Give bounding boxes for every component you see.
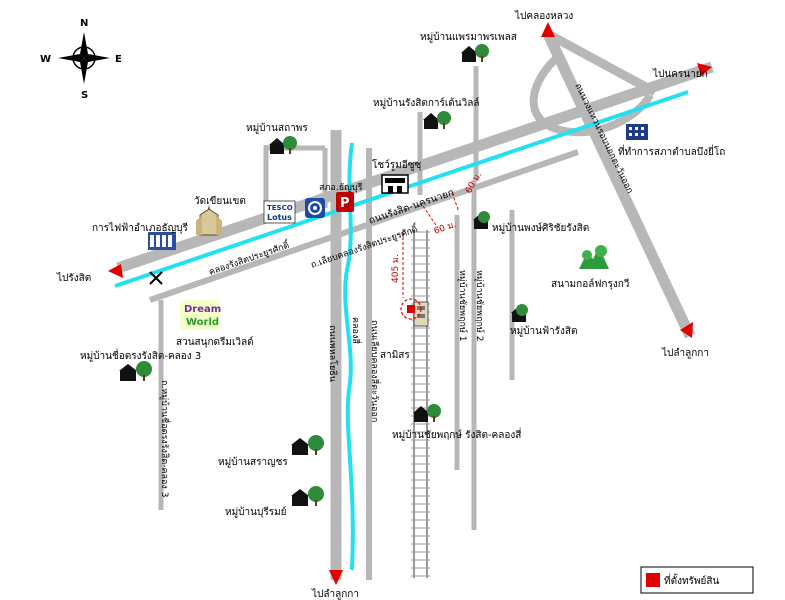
arrow-klong-luang-icon: [541, 22, 555, 37]
label-to-lam-luk-ka-bottom: ไปลำลูกกา: [311, 588, 359, 600]
label-burirom: หมู่บ้านบุรีรมย์: [225, 506, 287, 518]
village-icon: [473, 211, 490, 229]
showroom-icon: [381, 174, 409, 194]
village-icon: [461, 44, 489, 62]
label-showroom: โชว์รูมอีซูซุ: [372, 158, 422, 171]
village-icon: [119, 361, 152, 381]
landmark-icons: TESCO Lotus P Dream World: [148, 124, 648, 330]
dream-text: Dream: [184, 304, 221, 315]
legend: ที่ตั้งทรัพย์สิน: [640, 566, 754, 594]
arrow-lam-luk-ka-right-icon: [680, 322, 693, 338]
railway: [411, 230, 430, 578]
label-chaiyaphruek: หมู่บ้านชัยพฤกษ์ รังสิต-คลองสี่: [392, 427, 521, 441]
label-liab-klong-si: ถนนเลียบคลองสี่ตะวันออก: [369, 320, 382, 422]
label-soi-chuem-trong: ถ.หมู่บ้านชื่อตรงรังสิต-คลอง 3: [159, 380, 172, 497]
label-main-road: ถนนรังสิต-นครนายก: [367, 187, 455, 227]
klong-luang-road: [545, 30, 658, 96]
compass-south: S: [81, 90, 88, 101]
village-icon: [291, 486, 324, 506]
label-dream-world: สวนสนุกดรีมเวิลด์: [176, 336, 254, 348]
label-to-klong-luang: ไปคลองหลวง: [514, 10, 573, 22]
tesco-lotus-logo: TESCO Lotus: [263, 200, 296, 224]
legend-property-swatch: [646, 573, 660, 587]
label-phongsiri: หมู่บ้านพงษ์ศิริชัยรังสิต: [492, 222, 589, 234]
label-samisorn: สามิสร: [380, 350, 410, 361]
electricity-office-icon: [148, 232, 176, 250]
arrow-lam-luk-ka-bottom-icon: [329, 570, 343, 585]
village-icon: [423, 111, 451, 129]
label-saranchon: หมู่บ้านสราญชร: [218, 456, 288, 468]
label-to-lam-luk-ka-right: ไปลำลูกกา: [661, 347, 709, 359]
compass-east: E: [115, 54, 122, 65]
station-icon: [413, 301, 429, 327]
label-sathaporn: หมู่บ้านสถาพร: [246, 122, 308, 134]
label-fah-rangsit: หมู่บ้านฟ้ารังสิต: [510, 325, 578, 337]
world-text: World: [186, 317, 219, 328]
label-chuem-trong: หมู่บ้านชื่อตรงรังสิต-คลอง 3: [80, 348, 201, 362]
golf-course-icon: [579, 245, 609, 269]
direction-arrows: [108, 22, 712, 585]
label-rangsit-garden: หมู่บ้านรังสิตการ์เด้นวิลล์: [373, 97, 480, 109]
label-distance-3: 405 ม.: [391, 254, 401, 283]
label-wat: วัดเขียนเขต: [194, 195, 246, 207]
legend-label: ที่ตั้งทรัพย์สิน: [664, 573, 719, 587]
label-electricity: การไฟฟ้าอำเภอธัญบุรี: [92, 222, 188, 234]
bypass-road: [543, 31, 695, 339]
arrow-nakhon-nayok-icon: [697, 63, 712, 76]
label-distance-2: 60 ม.: [433, 220, 458, 237]
klong-si-canal: [343, 142, 355, 571]
police-station-icon: P: [336, 192, 354, 212]
compass-west: W: [40, 54, 51, 65]
compass-rose-icon: N S E W: [40, 18, 122, 101]
label-soi-2: หมู่บ้านชัยพฤกษ์ 2: [474, 270, 486, 342]
label-golf: สนามกอล์ฟกรุงกวี: [551, 278, 629, 290]
arrow-rangsit-icon: [108, 264, 123, 278]
label-soi-1: หมู่บ้านชัยพฤกษ์ 1: [457, 270, 469, 342]
frontage-road: [149, 149, 579, 303]
village-icons: [119, 44, 528, 506]
label-paholyothin: ถนนพหลโยธิน: [327, 325, 338, 382]
compass-north: N: [80, 18, 88, 29]
office-building-icon: [626, 124, 648, 140]
temple-icon: [196, 205, 222, 236]
label-phraemaphon: หมู่บ้านแพรมาพรเพลส: [420, 31, 517, 43]
village-icon: [291, 435, 324, 455]
bank-logo-icon: [305, 198, 325, 218]
lotus-text: Lotus: [267, 213, 292, 222]
village-icon: [269, 136, 297, 154]
dream-world-logo: Dream World: [180, 300, 221, 330]
interchange-loop: [529, 51, 654, 137]
crossing-icon: [149, 271, 163, 285]
tesco-text: TESCO: [267, 204, 293, 212]
label-to-rangsit: ไปรังสิต: [56, 272, 91, 284]
label-post: สภอ.ธัญบุรี: [319, 182, 363, 193]
svg-text:P: P: [340, 196, 350, 211]
label-to-nakhon-nayok: ไปนครนายก: [652, 68, 708, 80]
village-icon: [511, 304, 528, 322]
property-marker: [400, 192, 460, 320]
label-bung-yitho: ที่ทำการสภาตำบลบึงยี่โถ: [618, 144, 725, 158]
label-klong-si: คลองสี่: [350, 317, 363, 344]
village-icon: [413, 404, 441, 422]
